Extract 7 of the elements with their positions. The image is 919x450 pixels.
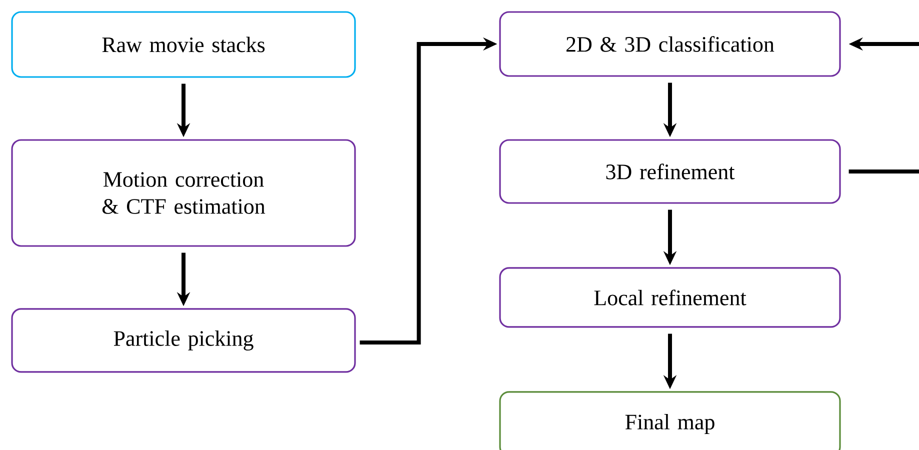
process-box: Local refinement <box>499 267 841 328</box>
process-box: Motion correction & CTF estimation <box>11 139 356 247</box>
process-box: Final map <box>499 391 841 450</box>
process-box: 3D refinement <box>499 139 841 204</box>
process-box: Particle picking <box>11 308 356 373</box>
process-box: Raw movie stacks <box>11 11 356 78</box>
process-box: 2D & 3D classification <box>499 11 841 77</box>
